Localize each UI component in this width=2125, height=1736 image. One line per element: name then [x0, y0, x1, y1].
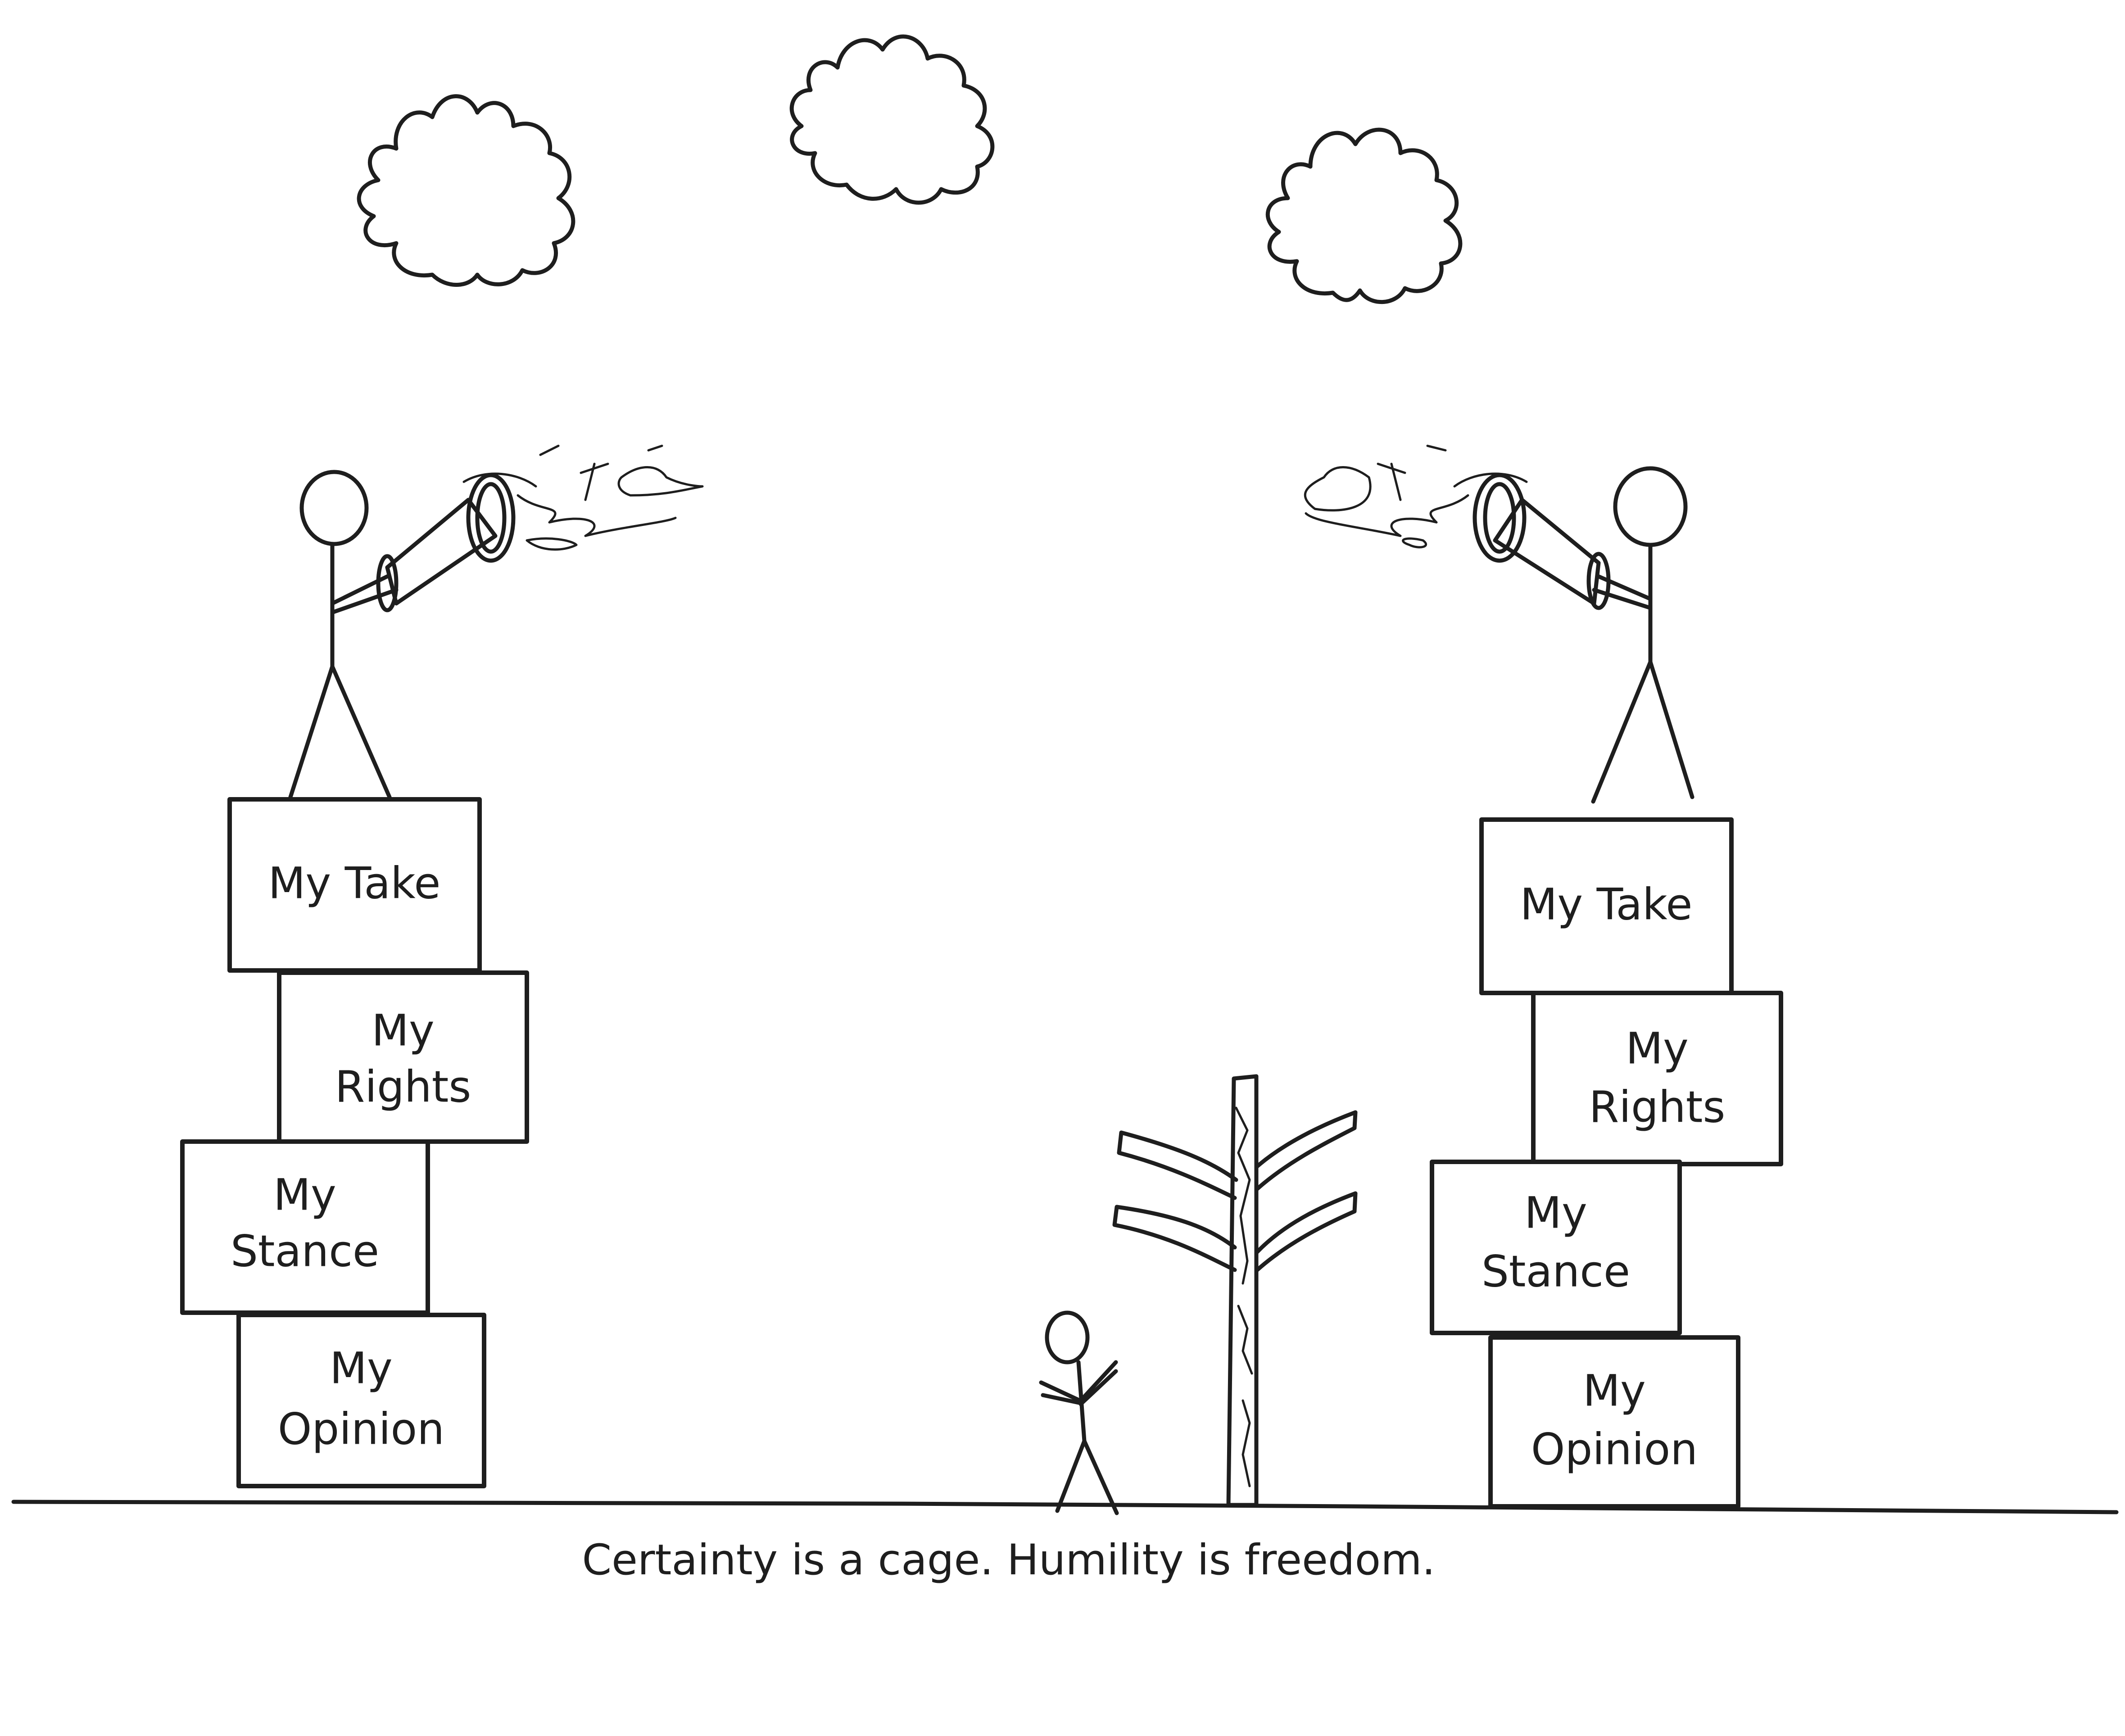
- right-box-rights-line-1: My: [1626, 1023, 1689, 1074]
- left-box-rights-line-2: Rights: [335, 1061, 471, 1112]
- right-scribble-view: [1304, 444, 1528, 548]
- left-box-rights-line-1: My: [372, 1005, 435, 1056]
- left-scribble-view: [462, 444, 704, 551]
- caption-text: Certainty is a cage. Humility is freedom…: [582, 1536, 1435, 1585]
- right-box-opinion-line-2: Opinion: [1531, 1424, 1698, 1474]
- left-box-stance-line-2: Stance: [231, 1226, 379, 1276]
- tree-icon: [1112, 1074, 1358, 1507]
- right-box-stance-line-1: My: [1524, 1188, 1587, 1238]
- ground-line: [11, 1500, 2119, 1514]
- left-box-opinion-line-1: My: [330, 1343, 393, 1393]
- right-box-stance-line-2: Stance: [1482, 1246, 1630, 1296]
- left-box-opinion: My Opinion: [236, 1313, 486, 1488]
- left-box-take-line-1: My Take: [268, 858, 441, 908]
- cloud-left-icon: [357, 94, 575, 287]
- cloud-right-icon: [1265, 127, 1463, 304]
- right-box-stance: My Stance: [1430, 1160, 1682, 1335]
- left-tower: My Take My Rights My Stance My Opinion: [180, 797, 529, 1488]
- small-stick-figure: [1039, 1310, 1119, 1515]
- right-box-take: My Take: [1479, 817, 1734, 995]
- left-box-stance-line-1: My: [273, 1169, 336, 1220]
- right-stick-figure: [1591, 466, 1695, 804]
- left-box-take: My Take: [227, 797, 482, 973]
- right-box-rights-line-2: Rights: [1589, 1082, 1726, 1132]
- right-box-rights: My Rights: [1531, 991, 1783, 1166]
- right-box-take-line-1: My Take: [1520, 879, 1693, 929]
- left-box-opinion-line-2: Opinion: [278, 1404, 444, 1454]
- cloud-middle-icon: [789, 34, 995, 205]
- left-box-rights: My Rights: [277, 970, 529, 1144]
- right-box-opinion-line-1: My: [1583, 1365, 1646, 1416]
- left-stick-figure: [288, 470, 399, 799]
- left-telescope-icon: [376, 473, 516, 612]
- right-box-opinion: My Opinion: [1488, 1335, 1740, 1509]
- right-telescope-icon: [1473, 473, 1611, 610]
- right-tower: My Take My Rights My Stance My Opinion: [1430, 817, 1783, 1509]
- left-box-stance: My Stance: [180, 1139, 430, 1315]
